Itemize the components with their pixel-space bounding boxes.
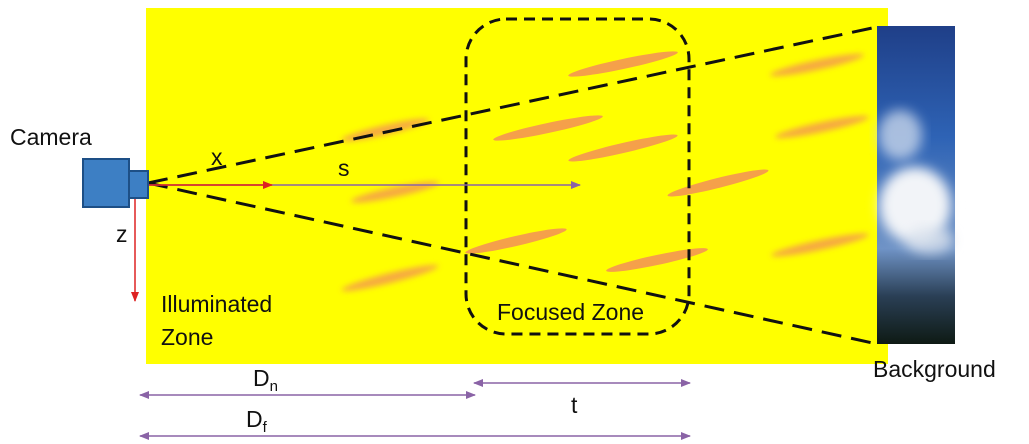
streak bbox=[606, 248, 708, 272]
illuminated-zone-label-line2: Zone bbox=[161, 324, 213, 350]
streak bbox=[770, 53, 864, 77]
dn-label: Dn bbox=[253, 365, 278, 395]
dn-label-sub: n bbox=[270, 378, 278, 395]
focused-streaks bbox=[465, 51, 769, 272]
streak bbox=[465, 228, 567, 254]
streak bbox=[771, 233, 869, 257]
focused-zone-label: Focused Zone bbox=[497, 299, 644, 325]
dn-label-base: D bbox=[253, 365, 270, 391]
streak bbox=[568, 134, 678, 162]
x-axis-label: x bbox=[211, 144, 223, 170]
streak bbox=[341, 264, 439, 292]
df-label-sub: f bbox=[263, 419, 268, 436]
background-image bbox=[877, 26, 955, 344]
t-label: t bbox=[571, 392, 578, 418]
streak bbox=[667, 169, 769, 197]
streak bbox=[568, 51, 678, 77]
fov-upper-line bbox=[147, 25, 878, 185]
z-axis-label: z bbox=[116, 221, 128, 247]
df-label-base: D bbox=[246, 406, 263, 432]
streak bbox=[493, 115, 603, 141]
camera-label: Camera bbox=[10, 124, 92, 150]
s-label: s bbox=[338, 155, 350, 181]
streak bbox=[350, 181, 440, 203]
fov-lower-line bbox=[147, 181, 878, 346]
streak bbox=[775, 115, 869, 139]
camera-icon bbox=[82, 158, 149, 208]
df-label: Df bbox=[246, 406, 268, 436]
background-label: Background bbox=[873, 356, 996, 382]
illuminated-zone-label-line1: Illuminated bbox=[161, 291, 272, 317]
blurred-streaks bbox=[341, 53, 869, 292]
